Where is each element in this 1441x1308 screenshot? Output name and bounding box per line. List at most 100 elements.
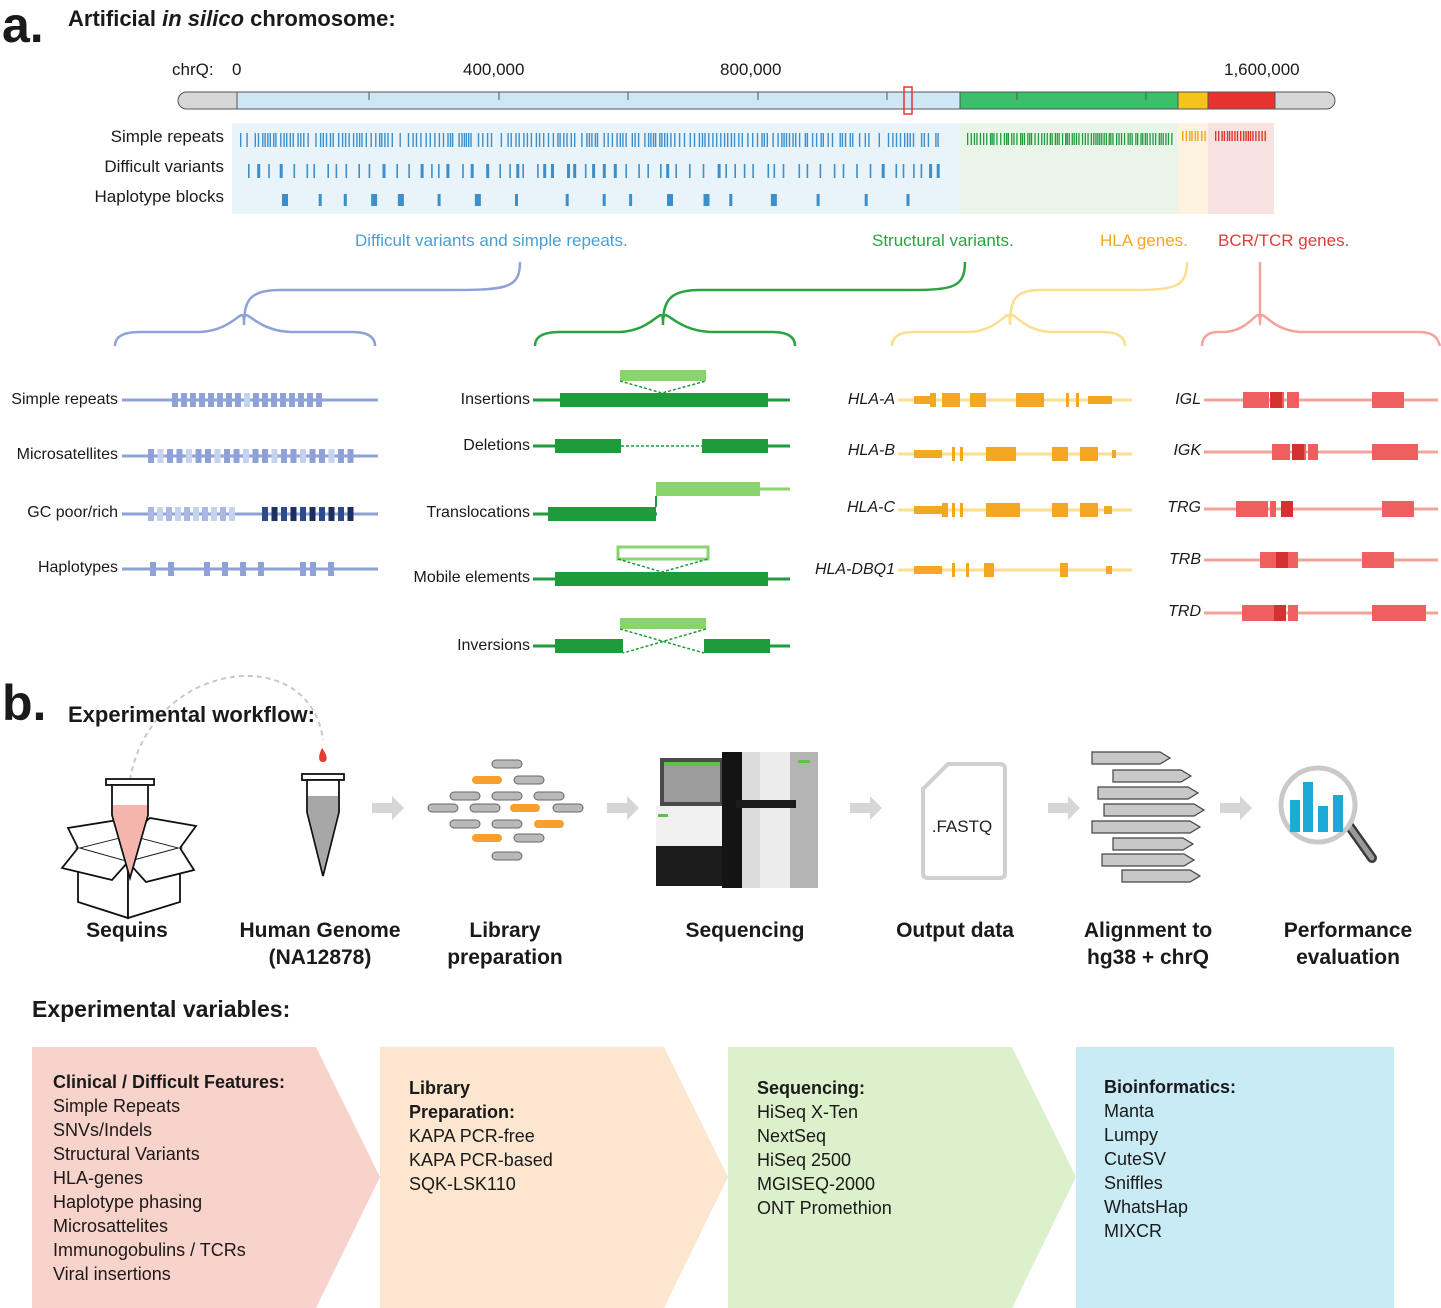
variant-mark <box>592 164 596 178</box>
sequence-block <box>252 449 259 463</box>
repeat-mark <box>523 133 525 147</box>
repeat-mark <box>451 133 454 147</box>
sv-mark <box>1162 133 1164 145</box>
variable-item: MIXCR <box>1104 1221 1162 1241</box>
sv-mark <box>1084 133 1086 145</box>
sequence-block <box>300 507 306 521</box>
exon-block <box>1372 605 1426 621</box>
hla-gene-label: HLA-DBQ1 <box>814 561 895 578</box>
repeat-mark <box>352 133 355 147</box>
repeat-mark <box>752 133 754 147</box>
variable-item: NextSeq <box>757 1126 827 1146</box>
sv-mark <box>1003 133 1006 145</box>
repeat-mark <box>292 133 294 147</box>
repeat-mark <box>591 133 593 147</box>
haplotype-mark <box>816 194 820 206</box>
variable-item: Structural Variants <box>53 1144 200 1164</box>
haplotype-mark <box>437 194 441 206</box>
repeat-mark <box>379 133 381 147</box>
small-variant-schematics <box>122 393 378 576</box>
exon-block <box>914 450 942 458</box>
sequence-block <box>328 562 334 576</box>
sv-mark <box>1087 133 1089 145</box>
tick-label: 800,000 <box>720 60 782 79</box>
variant-mark <box>257 164 261 178</box>
title-suffix: chromosome: <box>244 6 396 31</box>
exon-block <box>1066 393 1069 407</box>
repeat-mark <box>622 133 624 147</box>
repeat-mark <box>741 133 743 147</box>
sv-mark <box>991 133 993 145</box>
repeat-mark <box>693 133 696 147</box>
variant-mark <box>279 164 283 178</box>
repeat-mark <box>289 133 291 147</box>
difficult-brace <box>113 261 522 347</box>
variant-mark <box>819 164 822 178</box>
bcr-mark <box>1215 131 1217 141</box>
sv-label: Deletions <box>463 437 530 454</box>
exon-block <box>960 447 963 461</box>
variable-item: Manta <box>1104 1101 1155 1121</box>
repeat-mark <box>449 133 452 147</box>
sequence-block <box>181 393 187 407</box>
sequence-block <box>262 507 268 521</box>
haplotype-mark <box>343 194 347 206</box>
variant-mark <box>920 164 923 178</box>
exon-block <box>1288 605 1298 621</box>
sv-mark <box>1171 133 1173 145</box>
exon-block <box>970 393 986 407</box>
repeat-mark <box>781 133 783 147</box>
sv-mark <box>1142 133 1144 145</box>
variant-mark <box>573 164 577 178</box>
sv-mark <box>1020 133 1022 145</box>
hla-mark <box>1182 131 1184 141</box>
sequence-block <box>338 449 344 463</box>
bcr-mark <box>1223 131 1226 141</box>
hla-mark <box>1201 131 1203 141</box>
sequence-block <box>309 507 316 521</box>
region-label-difficult: Difficult variants and simple repeats. <box>355 231 628 250</box>
variant-mark <box>666 164 670 178</box>
read-fragment <box>449 791 481 801</box>
library-fragments-icon <box>427 759 584 861</box>
exon-block <box>1016 393 1042 407</box>
sv-mark <box>1146 133 1148 145</box>
repeat-mark <box>552 133 555 147</box>
exon-block <box>1036 393 1044 407</box>
variant-mark <box>327 164 329 178</box>
repeat-mark <box>785 133 788 147</box>
library-chevron <box>380 1047 728 1308</box>
sv-mark <box>967 133 969 145</box>
variant-mark <box>613 164 617 178</box>
zoom-marker <box>903 86 913 115</box>
tick-label: 0 <box>232 60 242 79</box>
repeat-mark <box>458 133 460 147</box>
repeat-mark <box>804 133 807 147</box>
aligned-read <box>1091 751 1172 765</box>
repeat-mark <box>716 133 718 147</box>
repeat-mark <box>319 133 322 147</box>
haplotype-mark <box>565 194 569 206</box>
sv-mark <box>1095 133 1097 145</box>
sv-mark <box>1006 133 1008 145</box>
repeat-mark <box>815 133 818 147</box>
variant-mark <box>752 164 754 178</box>
aligned-read <box>1097 786 1200 800</box>
variant-mark <box>313 164 315 178</box>
sv-mark <box>1073 133 1075 145</box>
structural-variant-schematics <box>533 370 790 654</box>
sequence-block <box>175 507 181 521</box>
repeat-mark <box>535 133 538 147</box>
sv-label: Translocations <box>426 504 530 521</box>
sequence-block <box>309 449 316 463</box>
variant-mark <box>602 164 606 178</box>
repeat-mark <box>264 133 266 147</box>
sv-mark <box>1093 133 1095 145</box>
sv-mark <box>1129 133 1131 145</box>
exon-block <box>1080 447 1098 461</box>
repeat-mark <box>689 133 691 147</box>
bcr-mark <box>1234 131 1236 141</box>
repeat-mark <box>286 133 288 147</box>
panel-b-letter: b. <box>2 675 47 731</box>
repeat-mark <box>906 133 909 147</box>
